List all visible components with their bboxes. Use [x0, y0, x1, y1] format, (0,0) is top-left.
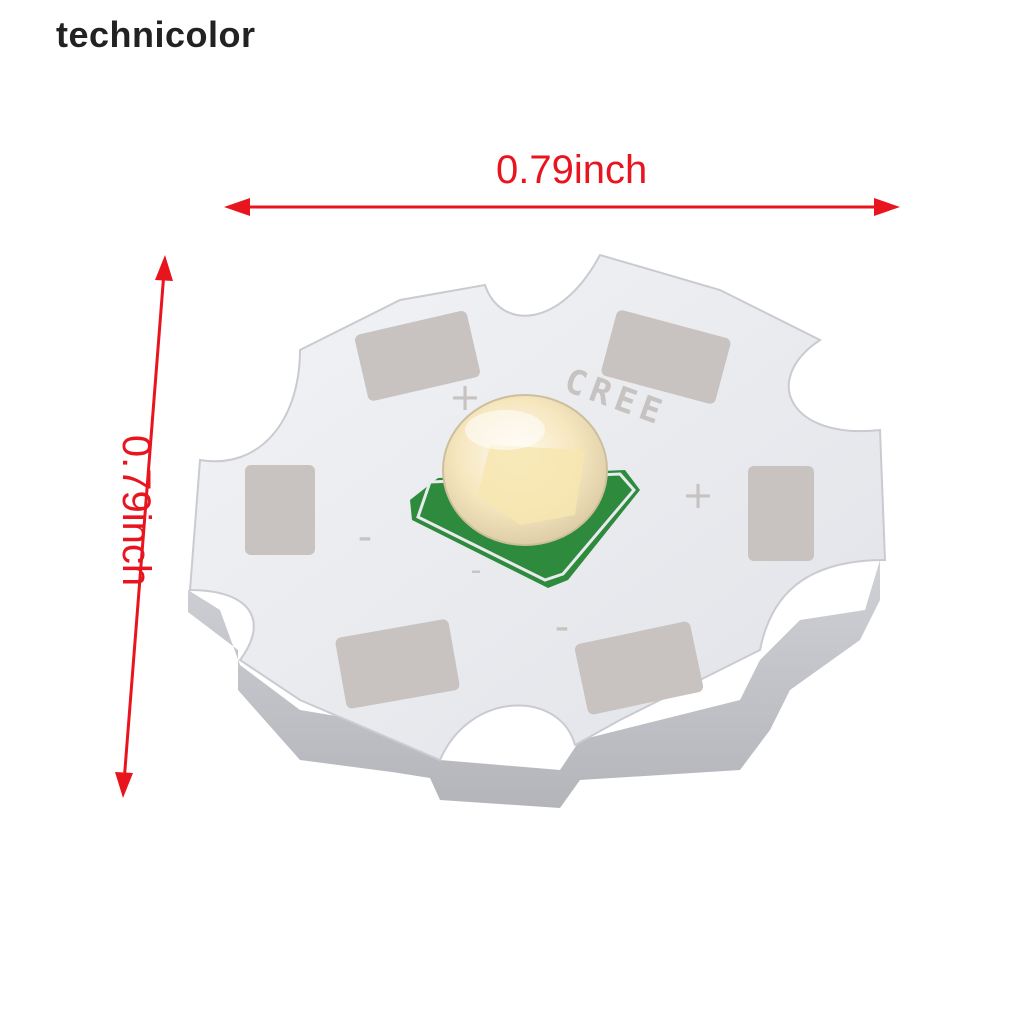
width-dimension-label: 0.79inch [496, 148, 648, 192]
height-arrow-icon [115, 255, 173, 798]
minus-mark: - [471, 553, 482, 588]
minus-mark: - [358, 514, 372, 560]
minus-mark: - [555, 604, 569, 650]
plus-mark: + [682, 473, 714, 517]
brand-watermark: technicolor [56, 14, 256, 55]
solder-pads [245, 310, 814, 715]
board-edge [188, 560, 880, 808]
width-arrow-icon [224, 198, 900, 216]
led-emitter [410, 394, 640, 588]
height-dimension-label: 0.79inch [114, 434, 159, 587]
